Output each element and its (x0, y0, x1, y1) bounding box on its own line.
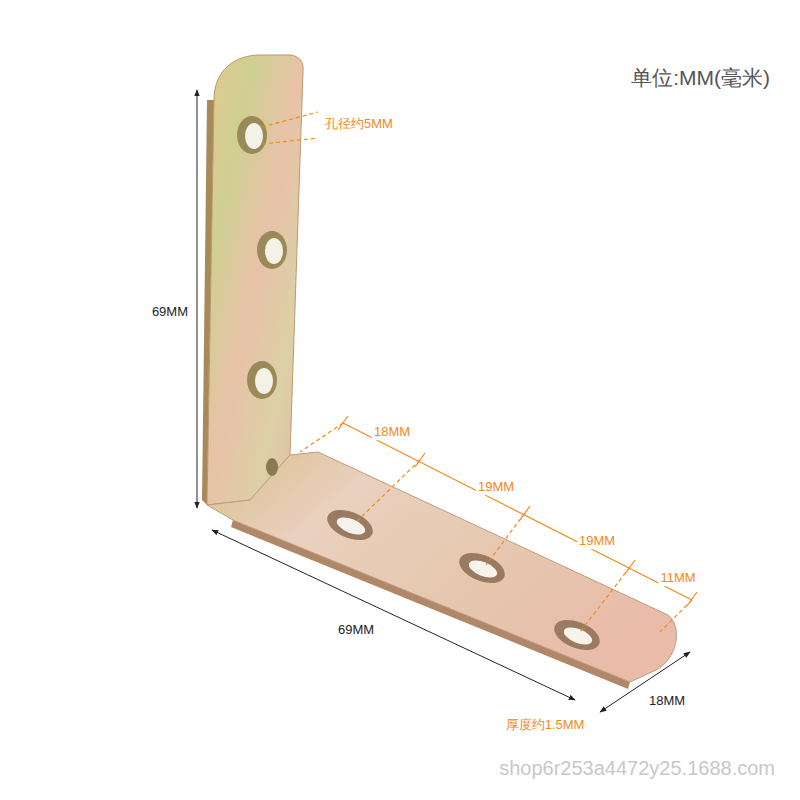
dimension-label: 19MM (577, 533, 617, 549)
dimension-label: 11MM (658, 570, 697, 586)
dimension-label: 18MM (372, 424, 412, 440)
watermark: shop6r253a4472y25.1688.com (499, 756, 775, 780)
holes (237, 116, 604, 656)
dimension-label: 18MM (647, 693, 687, 709)
dimension-label: 19MM (476, 479, 516, 495)
hole-diameter-label: 孔径约5MM (323, 116, 395, 132)
dimension-label: 69MM (150, 304, 190, 320)
dimension-label: 69MM (336, 622, 376, 638)
orange-dimension-lines (262, 112, 697, 632)
dimension-lines (197, 90, 690, 712)
horizontal-arm (207, 452, 677, 682)
vertical-arm (207, 55, 303, 505)
thickness-label: 厚度约1.5MM (504, 717, 587, 733)
unit-note: 单位:MM(毫米) (631, 65, 770, 90)
